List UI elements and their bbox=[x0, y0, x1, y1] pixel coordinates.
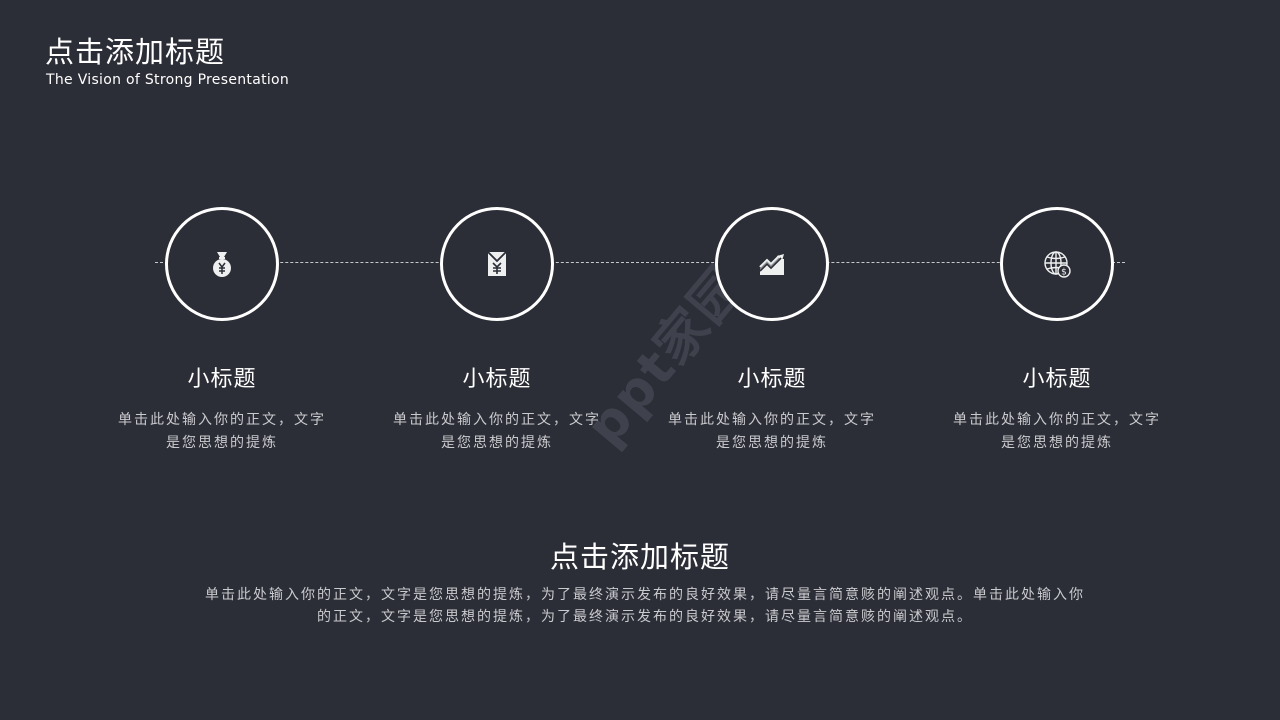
step-circle bbox=[165, 207, 279, 321]
step-circle bbox=[715, 207, 829, 321]
step-circle: $ bbox=[1000, 207, 1114, 321]
step-desc[interactable]: 单击此处输入你的正文，文字是您思想的提炼 bbox=[668, 412, 876, 451]
section-title[interactable]: 点击添加标题 bbox=[549, 540, 730, 574]
step-circle bbox=[440, 207, 554, 321]
step-title[interactable]: 小标题 bbox=[462, 367, 532, 392]
section-body[interactable]: 单击此处输入你的正文，文字是您思想的提炼，为了最终演示发布的良好效果，请尽量言简… bbox=[205, 587, 1085, 625]
trend-chart-icon bbox=[759, 254, 784, 275]
page-subtitle[interactable]: The Vision of Strong Presentation bbox=[46, 72, 290, 88]
globe-dollar-icon: $ bbox=[1044, 251, 1071, 278]
page-title[interactable]: 点击添加标题 bbox=[45, 35, 226, 69]
step-item-2: 小标题 单击此处输入你的正文，文字是您思想的提炼 bbox=[377, 207, 617, 455]
envelope-yen-icon bbox=[487, 251, 507, 276]
step-desc[interactable]: 单击此处输入你的正文，文字是您思想的提炼 bbox=[393, 412, 601, 451]
step-desc[interactable]: 单击此处输入你的正文，文字是您思想的提炼 bbox=[118, 412, 326, 451]
step-title[interactable]: 小标题 bbox=[1022, 367, 1092, 392]
step-item-3: 小标题 单击此处输入你的正文，文字是您思想的提炼 bbox=[652, 207, 892, 455]
step-desc[interactable]: 单击此处输入你的正文，文字是您思想的提炼 bbox=[953, 412, 1161, 451]
money-bag-yen-icon bbox=[213, 252, 231, 277]
timeline-dashed-line bbox=[155, 262, 1125, 263]
step-item-4: $ 小标题 单击此处输入你的正文，文字是您思想的提炼 bbox=[937, 207, 1177, 455]
svg-text:$: $ bbox=[1061, 268, 1067, 278]
step-title[interactable]: 小标题 bbox=[187, 367, 257, 392]
step-item-1: 小标题 单击此处输入你的正文，文字是您思想的提炼 bbox=[102, 207, 342, 455]
step-title[interactable]: 小标题 bbox=[737, 367, 807, 392]
